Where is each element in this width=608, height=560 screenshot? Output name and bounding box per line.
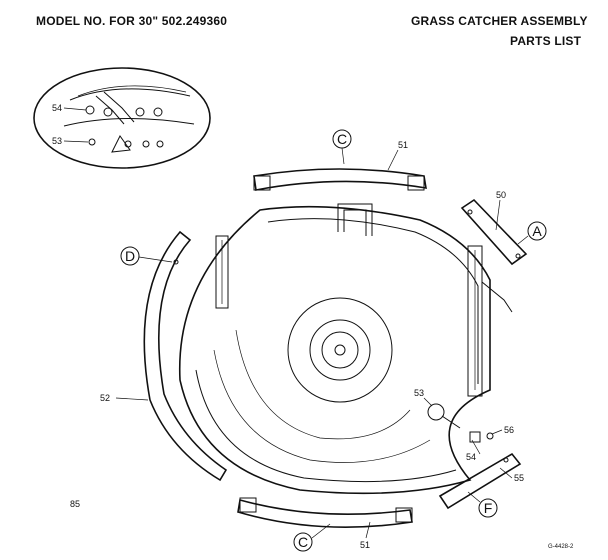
callout-52: 52 [100,393,149,403]
callout-50: 50 [495,190,506,231]
fastener-detail-inset [33,67,211,169]
callout-50-label: 50 [496,190,506,200]
callout-53-main: 53 [414,388,433,407]
callout-56-label: 56 [504,425,514,435]
letter-marker-d: D [120,246,173,266]
top-handle [337,203,373,236]
callout-53-detail-label: 53 [52,136,62,146]
detail-nut [135,107,145,117]
figure-code: G-4428-2 [548,544,574,550]
callout-54-main-label: 54 [466,452,476,462]
catcher-body [178,205,491,495]
letter-c-bottom: C [298,534,308,550]
callout-55: 55 [499,467,524,483]
letter-marker-c-top: C [332,129,352,165]
detail-bolt [142,140,150,148]
letter-f: F [484,500,493,516]
left-bracket [215,235,229,309]
page-code: 85 [70,499,80,509]
letter-marker-f: F [467,491,498,518]
letter-marker-c-bottom: C [293,523,331,552]
trim-strip-top [253,168,427,191]
callout-51-top: 51 [387,140,408,171]
link-bar [438,452,522,510]
model-number-heading: MODEL NO. FOR 30" 502.249360 [36,14,228,28]
trim-strip-right [460,198,528,266]
letter-a: A [532,223,542,239]
callout-53-main-label: 53 [414,388,424,398]
detail-bolt [156,140,164,148]
callout-51-top-label: 51 [398,140,408,150]
callout-55-label: 55 [514,473,524,483]
callout-54-detail-label: 54 [52,103,62,113]
hardware-bolt-washer-nut [427,403,494,443]
detail-nut [153,107,163,117]
trim-strip-left [143,230,228,482]
callout-54-main: 54 [466,439,481,462]
letter-marker-a: A [517,221,547,245]
assembly-title: GRASS CATCHER ASSEMBLY [411,14,588,28]
detail-nut [103,107,113,117]
letter-d: D [125,248,135,264]
parts-list-title: PARTS LIST [510,34,582,48]
letter-c-top: C [337,131,347,147]
callout-51-bottom: 51 [360,521,371,550]
right-side-post [467,245,513,397]
callout-56: 56 [491,425,514,435]
detail-nut [85,105,95,115]
callout-51-bottom-label: 51 [360,540,370,550]
detail-bolt [88,138,96,146]
trim-strip-bottom [237,497,413,528]
callout-52-label: 52 [100,393,110,403]
